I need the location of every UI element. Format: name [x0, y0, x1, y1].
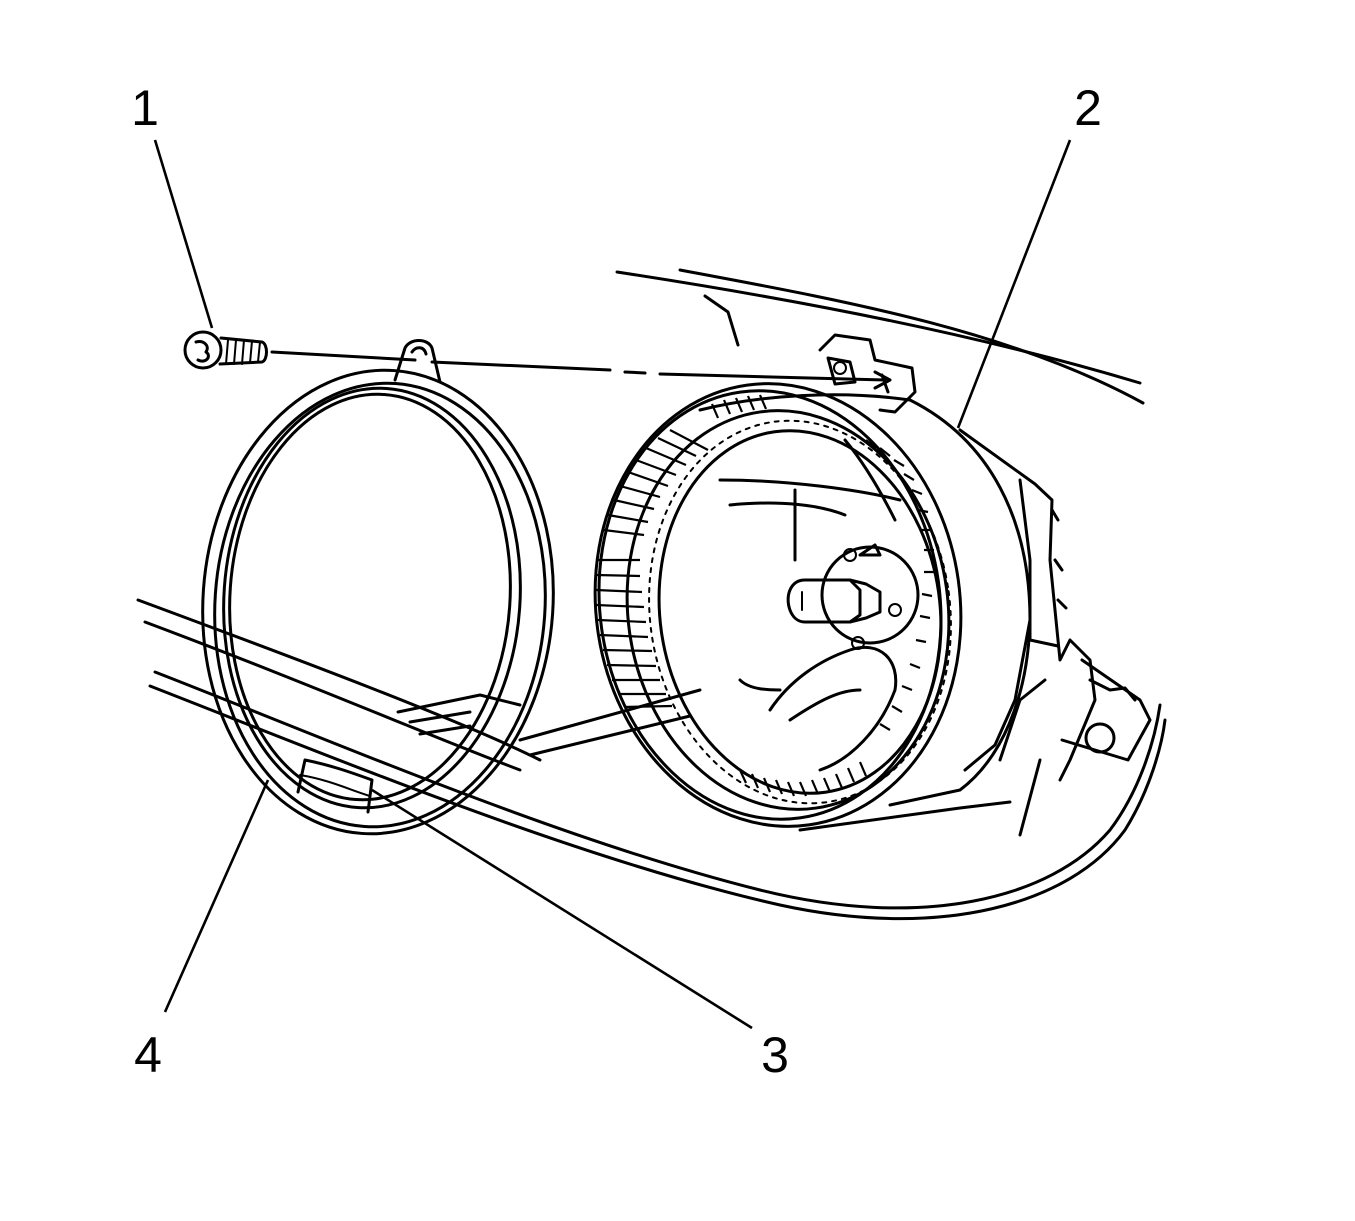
- alignment-line: [270, 350, 892, 390]
- callout-3: 3: [761, 1027, 789, 1083]
- mounting-bracket: [958, 428, 1152, 837]
- leader-line-3: [371, 788, 753, 1030]
- callout-1: 1: [131, 80, 159, 136]
- callout-2: 2: [1074, 80, 1102, 136]
- leader-line-2: [956, 139, 1072, 429]
- headlamp-housing: [593, 333, 1032, 828]
- screw: [183, 330, 268, 370]
- leader-line-4: [163, 779, 270, 1013]
- callout-4: 4: [134, 1027, 162, 1083]
- leader-line-1: [153, 139, 214, 329]
- vehicle-body: [136, 268, 1167, 921]
- leader-lines: [153, 139, 1072, 1030]
- retaining-ring: [201, 339, 555, 836]
